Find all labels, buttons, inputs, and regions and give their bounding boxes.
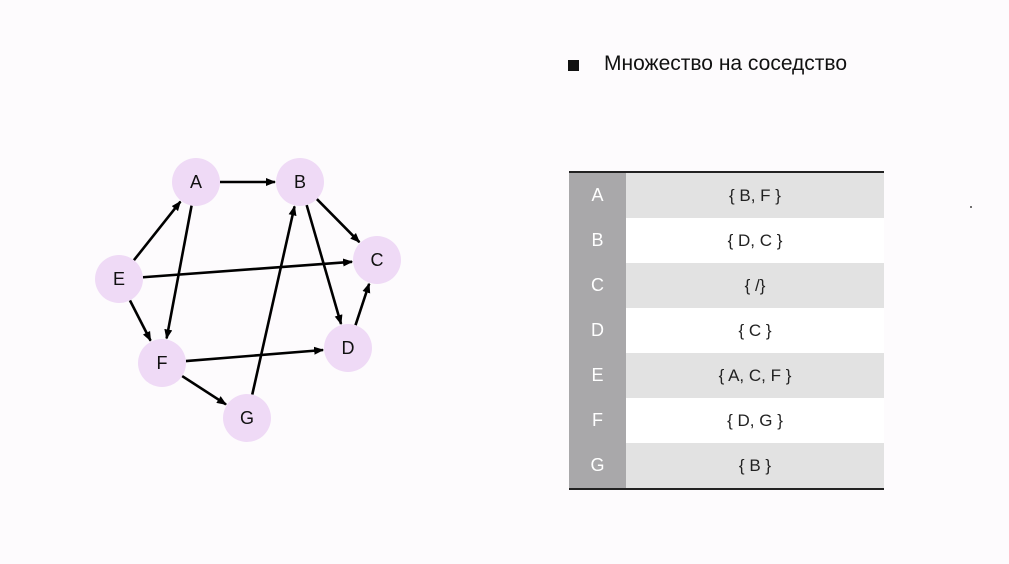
node-label-g: G	[240, 408, 254, 428]
edge-d-c	[354, 282, 371, 326]
edge-e-c	[142, 258, 354, 279]
table-row: F { D, G }	[569, 398, 884, 443]
title-text: Множество на соседство	[604, 52, 848, 75]
stray-dot	[970, 206, 972, 208]
node-label-a: A	[190, 172, 202, 192]
table-row: D { C }	[569, 308, 884, 353]
slide-title: Множество на соседство	[568, 52, 847, 76]
row-value: { A, C, F }	[626, 353, 884, 398]
table-row: B { D, C }	[569, 218, 884, 263]
row-key: E	[569, 353, 626, 398]
bullet-square-icon	[568, 59, 579, 71]
edge-g-b	[250, 205, 297, 395]
table-row: A { B, F }	[569, 172, 884, 218]
row-value: { D, C }	[626, 218, 884, 263]
node-label-c: C	[371, 250, 384, 270]
row-key: A	[569, 172, 626, 218]
edge-f-d	[185, 346, 325, 363]
table-row: C { /}	[569, 263, 884, 308]
row-key: G	[569, 443, 626, 489]
row-value: { C }	[626, 308, 884, 353]
row-value: { B }	[626, 443, 884, 489]
node-label-e: E	[113, 269, 125, 289]
edge-e-f	[128, 299, 152, 342]
graph-diagram: A B C D E F G	[95, 158, 401, 442]
node-label-f: F	[157, 353, 168, 373]
node-b	[276, 158, 324, 206]
row-key: D	[569, 308, 626, 353]
edge-e-a	[132, 200, 182, 262]
row-value: { D, G }	[626, 398, 884, 443]
edge-b-c	[315, 198, 361, 244]
row-value: { /}	[626, 263, 884, 308]
node-label-b: B	[294, 172, 306, 192]
row-key: B	[569, 218, 626, 263]
table-row: E { A, C, F }	[569, 353, 884, 398]
node-label-d: D	[342, 338, 355, 358]
node-f	[138, 339, 186, 387]
node-a	[172, 158, 220, 206]
node-c	[353, 236, 401, 284]
row-key: C	[569, 263, 626, 308]
edge-a-f	[164, 205, 193, 340]
node-e	[95, 255, 143, 303]
node-d	[324, 324, 372, 372]
node-g	[223, 394, 271, 442]
row-key: F	[569, 398, 626, 443]
table-row: G { B }	[569, 443, 884, 489]
edge-f-g	[181, 374, 227, 406]
adjacency-table: A { B, F } B { D, C } C { /} D { C } E {…	[569, 171, 884, 490]
row-value: { B, F }	[626, 172, 884, 218]
